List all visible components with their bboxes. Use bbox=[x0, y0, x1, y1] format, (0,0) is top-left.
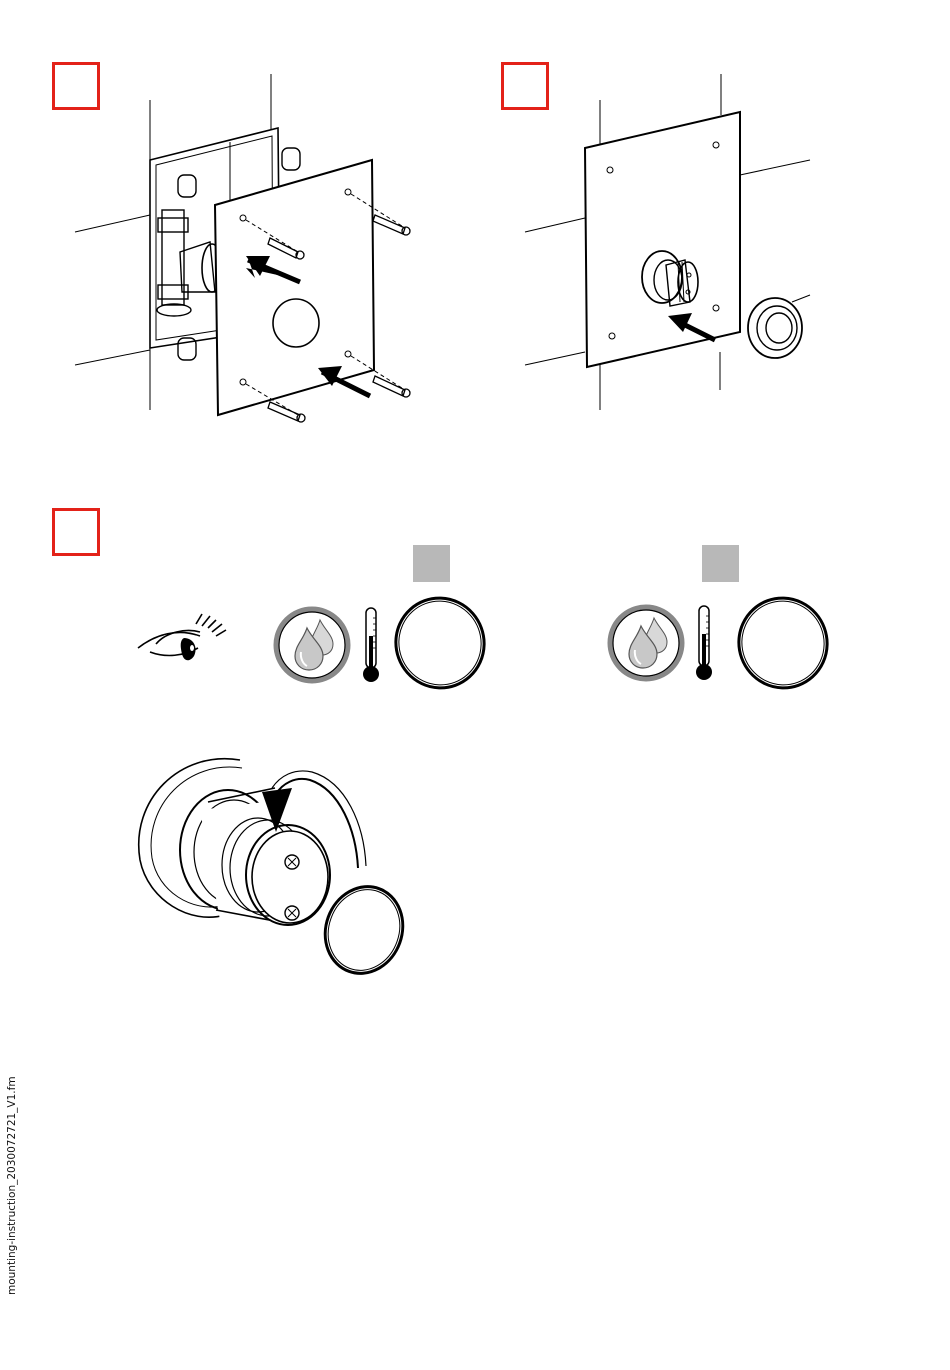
step-2-illustration bbox=[520, 70, 820, 415]
cartridge-rotation-illustration bbox=[130, 750, 420, 980]
eye-icon bbox=[136, 610, 228, 666]
o-ring-icon bbox=[390, 595, 490, 691]
water-drops-icon bbox=[273, 606, 351, 684]
water-drops-icon bbox=[607, 604, 685, 682]
thermometer-icon bbox=[693, 604, 715, 684]
gray-marker-right bbox=[702, 545, 739, 582]
step-3-box bbox=[52, 508, 100, 556]
gray-marker-left bbox=[413, 545, 450, 582]
step-1-illustration bbox=[70, 70, 420, 430]
document-filename: mounting-instruction_2030072721_V1.fm bbox=[6, 1076, 18, 1295]
thermometer-icon bbox=[360, 606, 382, 686]
o-ring-icon bbox=[733, 595, 833, 691]
